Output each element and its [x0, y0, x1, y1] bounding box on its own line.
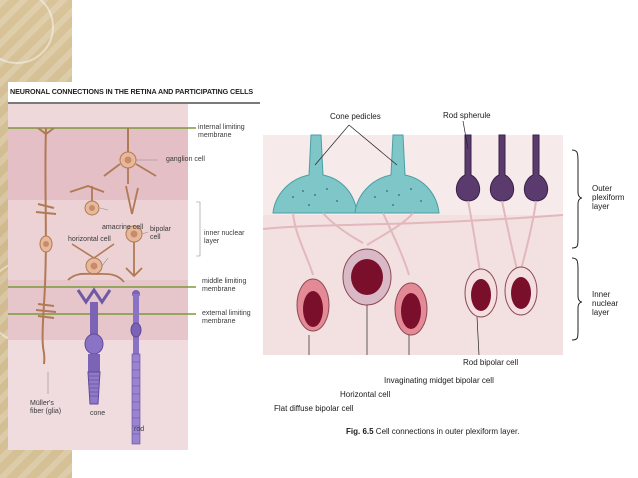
- retina-neuronal-connections-figure: NEURONAL CONNECTIONS IN THE RETINA AND P…: [8, 82, 260, 450]
- label-inner-nuclear-layer: inner nuclear layer: [204, 230, 245, 245]
- label-cone: cone: [90, 410, 106, 417]
- label-external-limiting-membrane: external limiting membrane: [202, 310, 251, 325]
- outer-plexiform-illustration: [263, 120, 563, 355]
- label-outer-plexiform-layer: Outer plexiform layer: [592, 184, 625, 211]
- label-inner-nuclear-layer-right: Inner nuclear layer: [592, 290, 619, 317]
- label-rod-bipolar-cell: Rod bipolar cell: [463, 358, 519, 367]
- label-middle-limiting-membrane: middle limiting membrane: [202, 278, 247, 293]
- figure-caption-text: Cell connections in outer plexiform laye…: [375, 427, 520, 436]
- figure-caption: Fig. 6.5 Cell connections in outer plexi…: [346, 427, 519, 436]
- label-horizontal-cell-right: Horizontal cell: [340, 390, 391, 399]
- label-bipolar-cell: bipolar cell: [150, 226, 172, 241]
- figure-caption-number: Fig. 6.5: [346, 427, 374, 436]
- label-invaginating-midget-bipolar-cell: Invaginating midget bipolar cell: [384, 376, 494, 385]
- label-internal-limiting-membrane: internal limiting membrane: [198, 124, 245, 139]
- figure-title: NEURONAL CONNECTIONS IN THE RETINA AND P…: [8, 82, 260, 104]
- label-rod: rod: [134, 426, 145, 433]
- label-cone-pedicles: Cone pedicles: [330, 112, 381, 121]
- label-amacrine-cell: amacrine cell: [102, 224, 144, 231]
- figure-title-text: NEURONAL CONNECTIONS IN THE RETINA AND P…: [10, 87, 254, 96]
- label-ganglion-cell: ganglion cell: [166, 156, 205, 163]
- retina-layers-illustration: [8, 104, 201, 450]
- label-muller-fiber: Müller's fiber (glia): [30, 400, 62, 415]
- decorative-ring: [0, 0, 54, 64]
- layer-brackets: [571, 149, 583, 341]
- label-horizontal-cell: horizontal cell: [68, 236, 111, 243]
- label-rod-spherule: Rod spherule: [443, 111, 491, 120]
- label-flat-diffuse-bipolar-cell: Flat diffuse bipolar cell: [274, 404, 354, 413]
